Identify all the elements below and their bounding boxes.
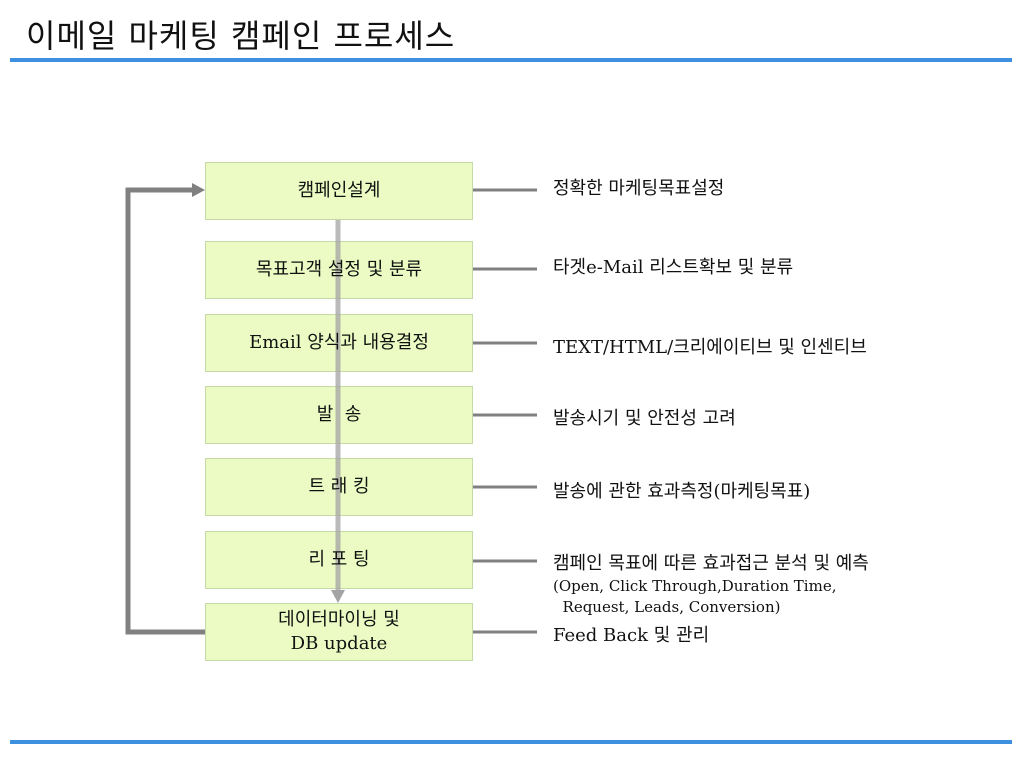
step-label: 리 포 팅: [308, 549, 370, 570]
footer-rule: [10, 740, 1012, 744]
step-box-campaign-design: 캠페인설계: [205, 162, 473, 220]
step-description-6: 캠페인 목표에 따른 효과접근 분석 및 예측: [553, 553, 869, 574]
step-label: 발 송: [316, 404, 362, 425]
step-label: 목표고객 설정 및 분류: [255, 259, 423, 280]
step-label: 캠페인설계: [297, 180, 381, 201]
step-label-line-1: 데이터마이닝 및: [278, 609, 400, 630]
step-box-tracking: 트 래 킹: [205, 458, 473, 516]
page-title: 이메일 마케팅 캠페인 프로세스: [26, 17, 456, 55]
step-description-6-detail-1: (Open, Click Through,Duration Time,: [553, 577, 837, 595]
step-box-email-format: Email 양식과 내용결정: [205, 314, 473, 372]
step-box-sending: 발 송: [205, 386, 473, 444]
step-description-6-detail-2: Request, Leads, Conversion): [553, 598, 781, 616]
step-description-5: 발송에 관한 효과측정(마케팅목표): [553, 481, 811, 502]
feedback-loop-arrowhead: [192, 183, 205, 197]
step-description-2: 타겟e-Mail 리스트확보 및 분류: [553, 257, 794, 278]
step-description-4: 발송시기 및 안전성 고려: [553, 408, 736, 429]
step-box-reporting: 리 포 팅: [205, 531, 473, 589]
step-box-target-customers: 목표고객 설정 및 분류: [205, 241, 473, 299]
title-underline: [10, 58, 1012, 62]
step-label: Email 양식과 내용결정: [249, 332, 429, 353]
step-description-7: Feed Back 및 관리: [553, 625, 710, 646]
feedback-loop-arrow: [125, 187, 205, 635]
step-box-data-mining: 데이터마이닝 및 DB update: [205, 603, 473, 661]
step-label-line-2: DB update: [290, 633, 388, 654]
step-label: 트 래 킹: [308, 476, 370, 497]
step-description-1: 정확한 마케팅목표설정: [553, 178, 725, 199]
step-description-3: TEXT/HTML/크리에이티브 및 인센티브: [553, 337, 867, 358]
